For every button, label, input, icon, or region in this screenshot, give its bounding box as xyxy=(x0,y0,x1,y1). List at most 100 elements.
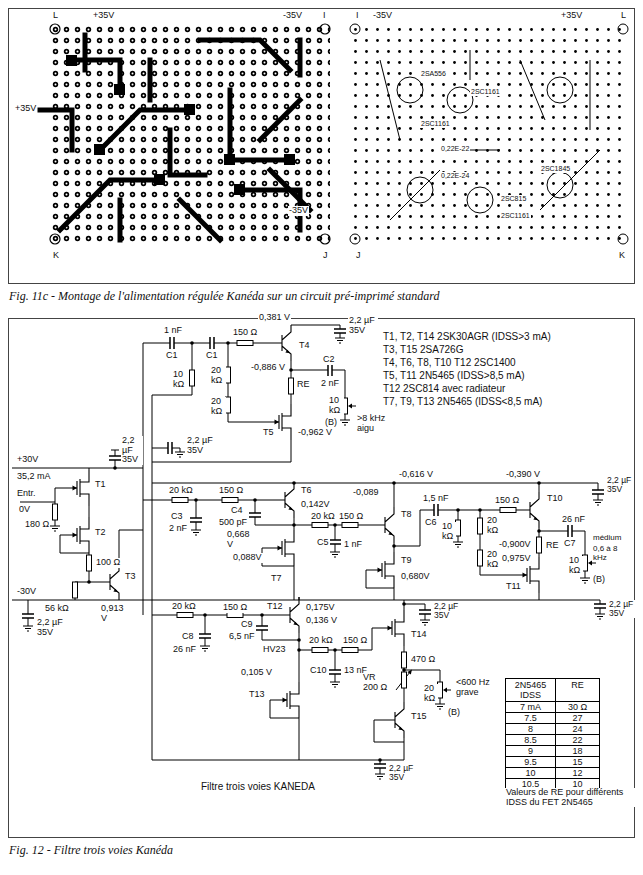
bjt-symbol xyxy=(518,492,539,528)
schematic-wire xyxy=(143,343,152,760)
fet-symbol xyxy=(66,517,89,553)
pcb-copper-side xyxy=(40,24,330,244)
schematic-label: C10 xyxy=(309,666,328,676)
junction-dot xyxy=(392,544,396,548)
table-cell: 10.5 xyxy=(506,779,556,790)
schematic-label: 0,6 à 8 kHz xyxy=(592,545,630,562)
schematic-wire xyxy=(380,50,600,220)
cv-symbol xyxy=(592,490,604,494)
schematic-label: RE xyxy=(545,541,560,551)
junction-dot xyxy=(253,498,257,502)
junction-dot xyxy=(260,613,264,617)
schematic-label: -0,900V xyxy=(498,540,532,550)
cv-symbol xyxy=(594,604,606,608)
schematic-label: (B) xyxy=(447,708,461,718)
schematic-wire xyxy=(600,600,601,614)
fet-symbol xyxy=(66,470,89,506)
cv-symbol xyxy=(190,518,202,522)
cv-symbol xyxy=(329,670,341,674)
schematic-wire xyxy=(228,343,268,422)
junction-dot xyxy=(392,481,396,485)
cv-symbol xyxy=(329,540,341,544)
schematic-label: 2,2 µF 35V xyxy=(121,436,143,465)
board-terminal: J xyxy=(355,251,362,261)
schematic-label: T7 xyxy=(270,574,283,584)
fet-symbol xyxy=(271,530,294,566)
rh-symbol xyxy=(177,613,193,618)
junction-dot xyxy=(87,580,91,584)
gnd-symbol xyxy=(50,526,60,531)
rh-symbol xyxy=(227,613,243,618)
ch-symbol xyxy=(170,337,174,349)
fet-symbol xyxy=(516,557,539,593)
schematic-wire xyxy=(20,468,143,582)
junction-dot xyxy=(537,529,541,533)
schematic-wiring xyxy=(12,325,600,774)
schematic-wire xyxy=(200,40,290,70)
schematic-wire xyxy=(291,370,345,420)
schematic-wire xyxy=(152,760,404,774)
schematic-wire xyxy=(270,170,310,210)
schematic-wire xyxy=(458,510,516,575)
bjt-symbol xyxy=(383,702,404,738)
bjt-symbol xyxy=(273,482,294,518)
schematic-label: 0,142V xyxy=(300,500,331,510)
gnd-symbol xyxy=(580,578,590,583)
schematic-wire xyxy=(118,200,123,240)
schematic-wire xyxy=(396,672,410,690)
gnd-symbol xyxy=(335,338,345,343)
schematic-wire xyxy=(72,60,120,90)
schematic-wire xyxy=(260,100,300,140)
schematic-label: 13 nF xyxy=(343,666,368,676)
rh-symbol xyxy=(222,498,238,503)
schematic-label: (B) xyxy=(592,575,606,585)
schematic-label: 0,381 V xyxy=(258,313,291,323)
parts-list-line: T1, T2, T14 2SK30AGR (IDSS>3 mA) xyxy=(382,332,552,343)
variable-resistor-arrow xyxy=(407,670,412,675)
table-cell: 9.5 xyxy=(506,757,556,768)
fet-symbol xyxy=(276,682,299,718)
schematic-wire xyxy=(83,35,88,70)
pcb-pad xyxy=(224,154,235,165)
junction-dot xyxy=(537,481,541,485)
schematic-wire xyxy=(404,604,425,620)
schematic-label: Entr. xyxy=(16,489,37,499)
schematic-wire xyxy=(152,483,598,500)
schematic-label: >8 kHz aigu xyxy=(356,414,398,433)
schematic-label: T8 xyxy=(400,510,413,520)
component-symbols xyxy=(22,325,606,779)
junction-dot xyxy=(350,24,360,34)
gnd-symbol xyxy=(330,552,340,557)
pot-symbol xyxy=(583,555,597,571)
schematic-label: T9 xyxy=(400,556,413,566)
gnd-symbol xyxy=(191,530,201,535)
schematic-label: 0,680V xyxy=(400,572,431,582)
component-marking: 2SC1161 xyxy=(420,120,451,128)
schematic-wire xyxy=(12,600,600,626)
junction-dot xyxy=(378,758,382,762)
fet-symbol xyxy=(268,404,291,440)
gnd-symbol xyxy=(330,682,340,687)
schematic-label: T6 xyxy=(300,486,313,496)
schematic-label: T14 xyxy=(410,630,428,640)
junction-dot xyxy=(333,648,337,652)
junction-dot xyxy=(547,77,573,103)
schematic-label: 150 Ω xyxy=(338,512,364,522)
schematic-wire xyxy=(170,130,205,175)
schematic-label: T13 xyxy=(248,690,266,700)
schematic-label: 20 kΩ xyxy=(210,397,226,416)
schematic-wire xyxy=(40,110,72,150)
schematic-title: Filtre trois voies KANEDA xyxy=(200,782,316,793)
rv-symbol xyxy=(478,518,483,534)
parts-list-line: T4, T6, T8, T10 T12 2SC1400 xyxy=(382,358,517,369)
cv-symbol xyxy=(256,626,268,630)
junction-dot xyxy=(478,508,482,512)
schematic-label: -0,886 V xyxy=(250,363,286,373)
schematic-label: T15 xyxy=(410,712,428,722)
schematic-label: 20 kΩ xyxy=(308,636,334,646)
junction-dot xyxy=(447,87,473,113)
junction-dot xyxy=(50,24,60,34)
schematic-label: 26 nF xyxy=(561,515,586,525)
schematic-label: C1 xyxy=(205,351,219,361)
